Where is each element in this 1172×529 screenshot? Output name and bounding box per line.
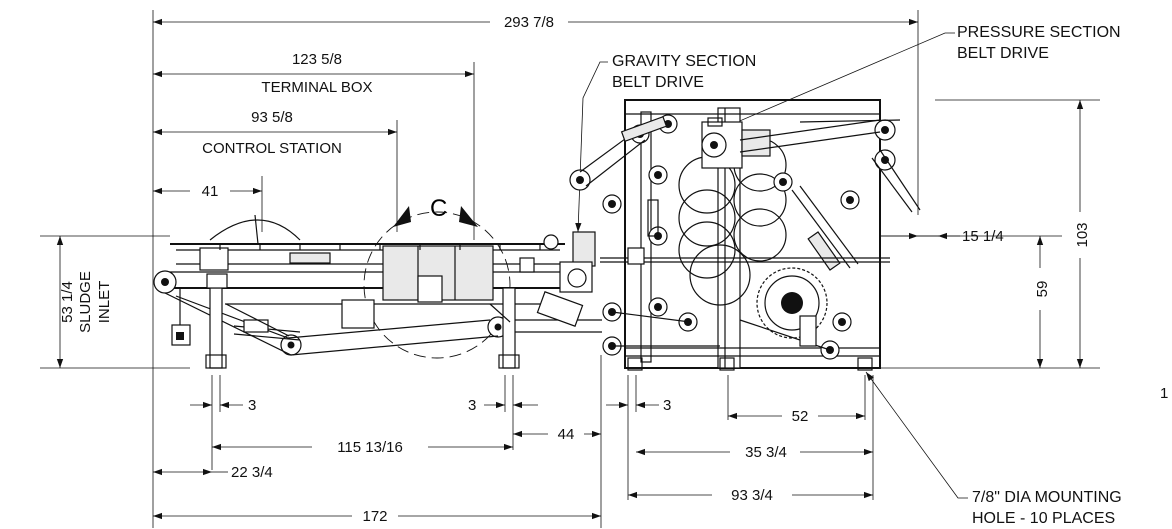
swing-arrow-left xyxy=(393,206,411,227)
dim-103: 103 xyxy=(1074,222,1091,247)
dim-93-3-4: 93 3/4 xyxy=(731,487,773,504)
dim-44: 44 xyxy=(558,426,575,443)
dim-15-1-4: 15 1/4 xyxy=(962,228,1004,245)
dim-overall: 293 7/8 xyxy=(504,14,554,31)
callout-pressure-1: PRESSURE SECTION xyxy=(957,24,1121,41)
callout-mounting-2: HOLE - 10 PLACES xyxy=(972,510,1115,527)
extension-lines xyxy=(40,10,1100,528)
dim-59: 59 xyxy=(1034,281,1051,298)
callout-mounting-1: 7/8" DIA MOUNTING xyxy=(972,489,1122,506)
dim-172: 172 xyxy=(362,508,387,525)
leader-mounting xyxy=(865,371,968,499)
leader-gravity xyxy=(575,61,608,233)
dim-52: 52 xyxy=(792,408,809,425)
label-inlet: INLET xyxy=(96,281,113,324)
swing-radius xyxy=(363,206,511,359)
dim-22: 22 3/4 xyxy=(231,464,273,481)
dim-sludge-height: 53 1/4 xyxy=(59,281,76,323)
dimension-text: 293 7/8 123 5/8 TERMINAL BOX 93 5/8 CONT… xyxy=(59,14,1168,525)
dim-3-mid: 3 xyxy=(468,397,476,414)
dim-control-station: 93 5/8 xyxy=(251,109,293,126)
dim-41: 41 xyxy=(202,183,219,200)
pressure-section xyxy=(569,99,921,371)
callouts: GRAVITY SECTION BELT DRIVE PRESSURE SECT… xyxy=(430,24,1122,527)
dim-115: 115 13/16 xyxy=(337,439,403,456)
leader-pressure xyxy=(727,32,955,127)
swing-letter-c: C xyxy=(430,195,447,222)
dim-35: 35 3/4 xyxy=(745,444,787,461)
dim-terminal-box: 123 5/8 xyxy=(292,51,342,68)
edge-partial-text: 1 xyxy=(1160,385,1168,402)
gravity-section xyxy=(153,214,602,369)
callout-gravity-2: BELT DRIVE xyxy=(612,74,704,91)
dim-3-right: 3 xyxy=(663,397,671,414)
dimension-lines xyxy=(40,18,1084,520)
callout-pressure-2: BELT DRIVE xyxy=(957,45,1049,62)
swing-arrow-right xyxy=(459,206,478,227)
callout-gravity-1: GRAVITY SECTION xyxy=(612,53,756,70)
label-terminal-box: TERMINAL BOX xyxy=(261,79,372,96)
label-sludge: SLUDGE xyxy=(77,271,94,333)
label-control-station: CONTROL STATION xyxy=(202,140,342,157)
dim-3-left: 3 xyxy=(248,397,256,414)
